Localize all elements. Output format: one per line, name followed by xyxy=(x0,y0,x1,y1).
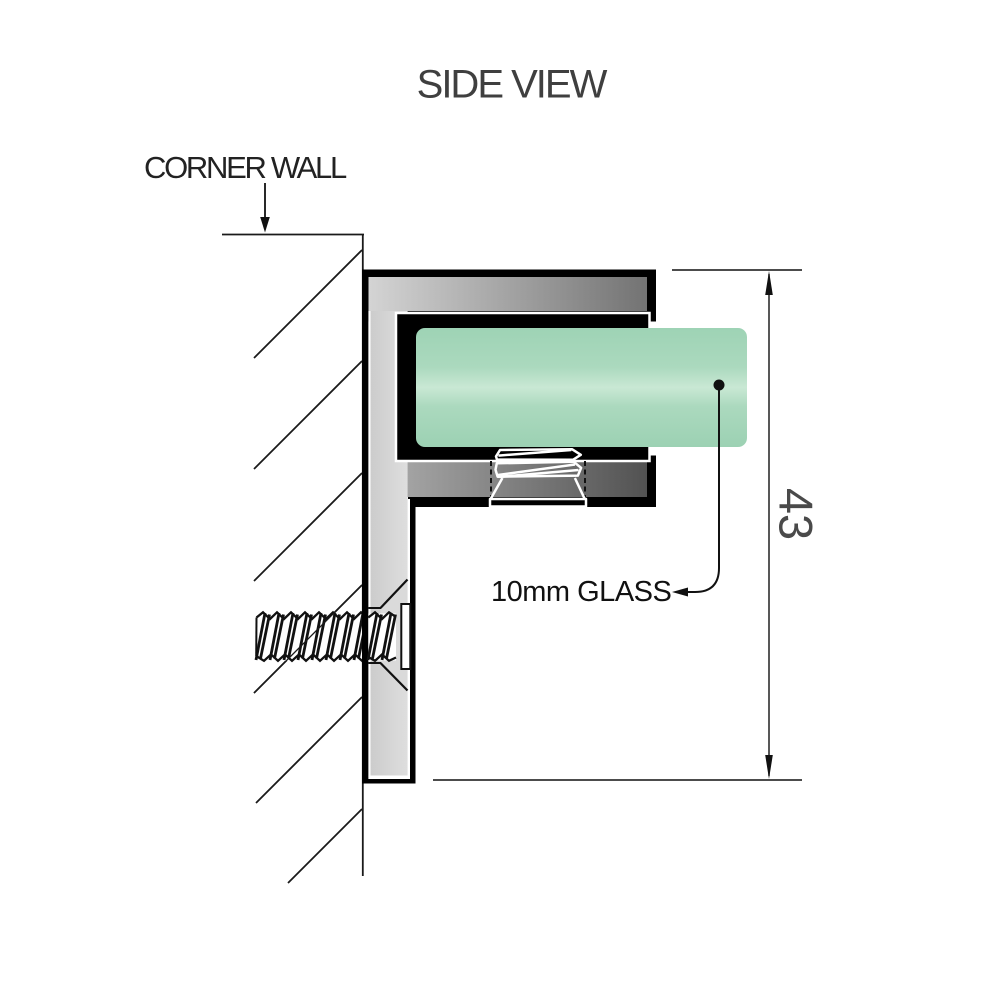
svg-text:CORNER WALL: CORNER WALL xyxy=(144,150,347,185)
svg-text:SIDE VIEW: SIDE VIEW xyxy=(417,63,608,107)
svg-text:10mm GLASS: 10mm GLASS xyxy=(491,576,671,608)
svg-text:43: 43 xyxy=(770,488,823,540)
